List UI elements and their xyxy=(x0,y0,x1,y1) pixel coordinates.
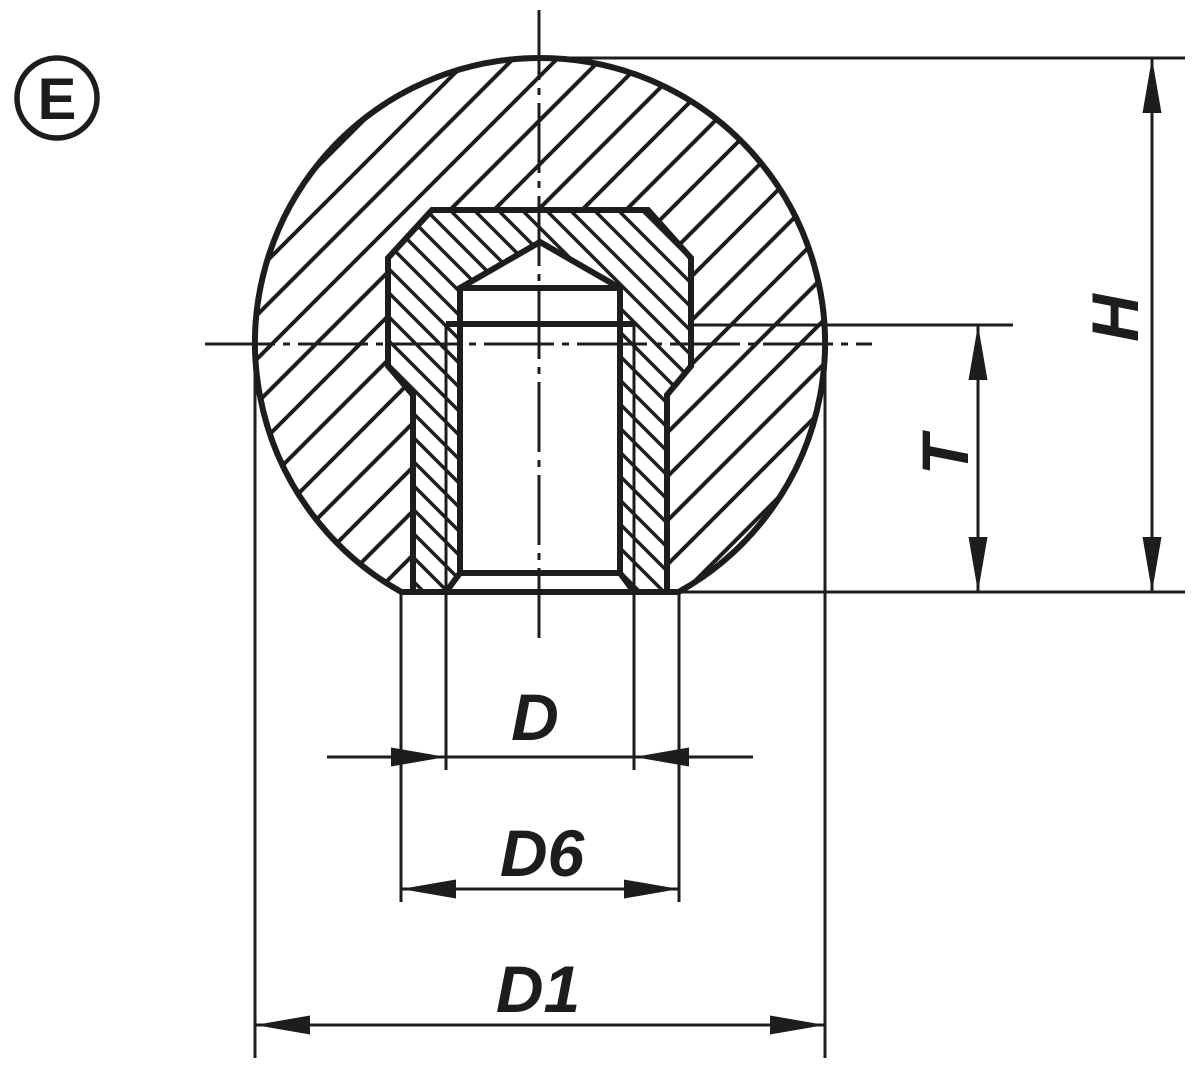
view-label-circle xyxy=(14,55,100,141)
dimension-T: T xyxy=(908,325,988,592)
h-arrow-down xyxy=(1142,537,1162,592)
d1-arrow-right xyxy=(770,1015,825,1035)
t-arrow-up xyxy=(968,325,988,380)
d6-label: D6 xyxy=(500,816,586,890)
dimension-H: H xyxy=(540,56,1185,594)
view-label-text: E xyxy=(38,67,77,132)
d-label: D xyxy=(511,680,559,754)
dimension-D6: D6 xyxy=(399,592,681,902)
dimension-D1: D1 xyxy=(253,345,827,1058)
d1-label: D1 xyxy=(496,952,580,1026)
h-arrow-up xyxy=(1142,58,1162,113)
d6-arrow-right xyxy=(624,879,679,899)
t-label: T xyxy=(908,430,982,475)
d-arrow-left xyxy=(634,747,689,767)
d1-arrow-left xyxy=(255,1015,310,1035)
dimension-D: D xyxy=(327,592,753,770)
d-arrow-right xyxy=(391,747,446,767)
h-label: H xyxy=(1078,293,1152,342)
view-label-badge: E xyxy=(14,55,100,141)
d6-arrow-left xyxy=(401,879,456,899)
t-arrow-down xyxy=(968,537,988,592)
